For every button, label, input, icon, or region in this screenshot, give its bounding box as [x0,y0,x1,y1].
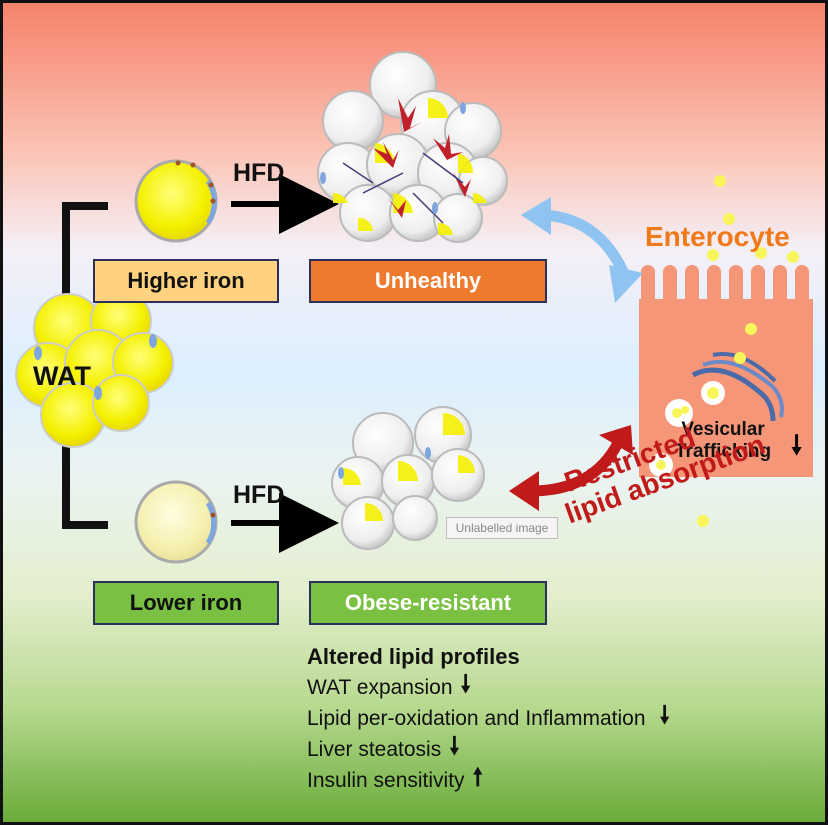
lipid-droplets [697,175,799,527]
outcomes-title: Altered lipid profiles [307,643,520,669]
down-arrow-icon: 🠗 [659,702,670,729]
vesicular-trafficking-label: Vesicular Trafficking [675,419,771,463]
lower-iron-box: Lower iron [93,581,279,625]
up-arrow-icon: 🠕 [472,764,483,791]
outcome-item: Insulin sensitivity 🠕 [307,764,670,796]
outcome-text: WAT expansion [307,675,453,699]
outcomes-list: Altered lipid profiles WAT expansion 🠗 L… [307,641,670,796]
unhealthy-label: Unhealthy [374,268,482,293]
enterocyte-cell [639,265,813,477]
obese-resistant-box: Obese-resistant [309,581,547,625]
outcome-item: Liver steatosis 🠗 [307,733,670,765]
outcome-item: Lipid per-oxidation and Inflammation 🠗 [307,702,670,734]
down-arrow-icon: 🠗 [449,733,460,760]
higher-iron-label: Higher iron [127,268,245,293]
wat-label: WAT [33,361,91,391]
unhealthy-box: Unhealthy [309,259,547,303]
vesicular-down-arrow: 🠗 [791,430,803,460]
adipocyte-lower-iron [134,480,218,564]
red-double-arrow [509,425,633,511]
branch-bracket [62,202,108,529]
outcome-text: Lipid per-oxidation and Inflammation [307,706,646,730]
obese-resistant-cell-cluster [331,406,485,550]
lower-iron-label: Lower iron [129,590,243,615]
diagram-artwork [15,51,813,564]
vesicular-line2: Trafficking [675,441,772,462]
enterocyte-label: Enterocyte [645,221,790,252]
blue-double-arrow [521,197,643,303]
higher-iron-box: Higher iron [93,259,279,303]
outcome-text: Liver steatosis [307,737,442,761]
outcome-item: WAT expansion 🠗 [307,671,670,703]
hfd-label-bottom: HFD [233,481,285,509]
wat-cell-cluster [15,290,174,448]
vesicular-line1: Vesicular [681,419,765,440]
hfd-label-top: HFD [233,159,285,187]
adipocyte-higher-iron [134,159,218,243]
obese-resistant-label: Obese-resistant [344,590,512,615]
unhealthy-cell-cluster [317,51,508,243]
down-arrow-icon: 🠗 [460,671,471,698]
outcome-text: Insulin sensitivity [307,768,465,792]
unlabelled-image-placeholder: Unlabelled image [446,517,558,539]
